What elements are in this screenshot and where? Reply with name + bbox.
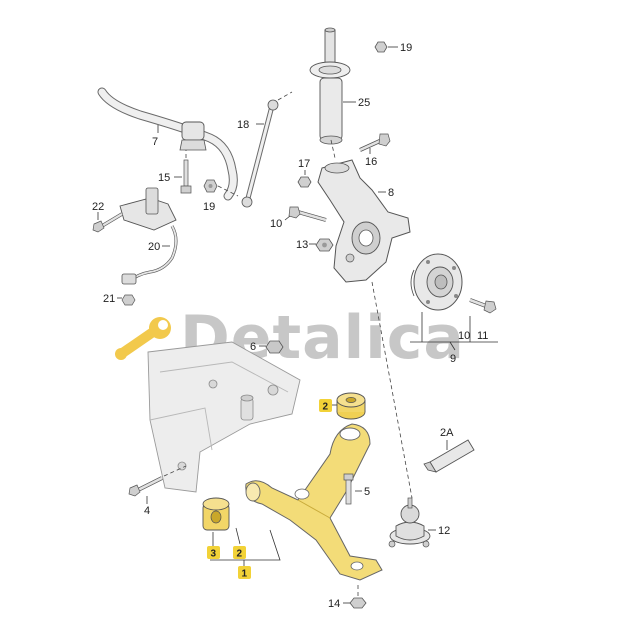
bolt-10-left — [288, 206, 327, 222]
nut-19-middle — [203, 179, 218, 193]
badge-2-front — [233, 546, 246, 559]
nut-19-top — [374, 41, 388, 53]
nut-17 — [297, 176, 312, 188]
label-18: 18 — [237, 119, 249, 131]
nut-13 — [315, 238, 334, 252]
label-9: 9 — [450, 353, 456, 365]
bushing-3-front — [202, 497, 230, 531]
wrench-icon — [115, 317, 171, 360]
label-8: 8 — [388, 187, 394, 199]
link-rod-18 — [241, 99, 279, 208]
badge-2-front-label: 2 — [237, 549, 243, 560]
bolt-5 — [343, 473, 354, 505]
bolt-21 — [121, 294, 136, 306]
stabiliser-bar — [97, 87, 238, 201]
nut-14 — [349, 597, 367, 609]
label-20: 20 — [148, 241, 160, 253]
label-12: 12 — [438, 525, 450, 537]
label-25: 25 — [358, 97, 370, 109]
badge-1 — [238, 566, 251, 579]
abs-sensor-bracket — [119, 187, 178, 285]
label-10-left: 10 — [270, 218, 282, 230]
label-21: 21 — [103, 293, 115, 305]
bushing-2-top — [336, 392, 366, 420]
label-4: 4 — [144, 505, 150, 517]
label-10-right: 10 — [458, 330, 470, 342]
label-6: 6 — [250, 341, 256, 353]
label-22: 22 — [92, 201, 104, 213]
bolt-11 — [469, 298, 497, 314]
badge-2-top-label: 2 — [323, 402, 329, 413]
wheel-hub — [410, 253, 463, 311]
label-17: 17 — [298, 158, 310, 170]
label-5: 5 — [364, 486, 370, 498]
label-11: 11 — [477, 330, 488, 342]
label-7: 7 — [152, 136, 158, 148]
strut-assembly — [309, 27, 351, 145]
label-13: 13 — [296, 239, 308, 251]
label-15: 15 — [158, 172, 170, 184]
nut-6 — [265, 340, 284, 354]
badge-3-label: 3 — [211, 549, 217, 560]
badge-1-label: 1 — [242, 569, 248, 580]
label-19-top: 19 — [400, 42, 412, 54]
label-19-middle: 19 — [203, 201, 215, 213]
control-arm — [245, 423, 383, 581]
part-labels: 19 25 18 7 16 17 8 15 19 22 10 13 20 21 … — [92, 42, 488, 610]
bolt-16 — [359, 133, 391, 152]
bolt-15 — [180, 159, 192, 194]
steering-knuckle — [317, 159, 411, 283]
grease-tube-2A — [423, 439, 475, 473]
bolt-4 — [128, 476, 163, 497]
subframe — [147, 341, 301, 493]
label-2A: 2A — [440, 427, 454, 439]
label-16: 16 — [365, 156, 377, 168]
badge-2-top — [319, 399, 332, 412]
badge-3 — [207, 546, 220, 559]
ball-joint-12 — [388, 497, 431, 548]
bolt-22 — [92, 212, 123, 233]
label-14: 14 — [328, 598, 340, 610]
highlight-badges: 2 3 2 1 — [207, 399, 332, 580]
